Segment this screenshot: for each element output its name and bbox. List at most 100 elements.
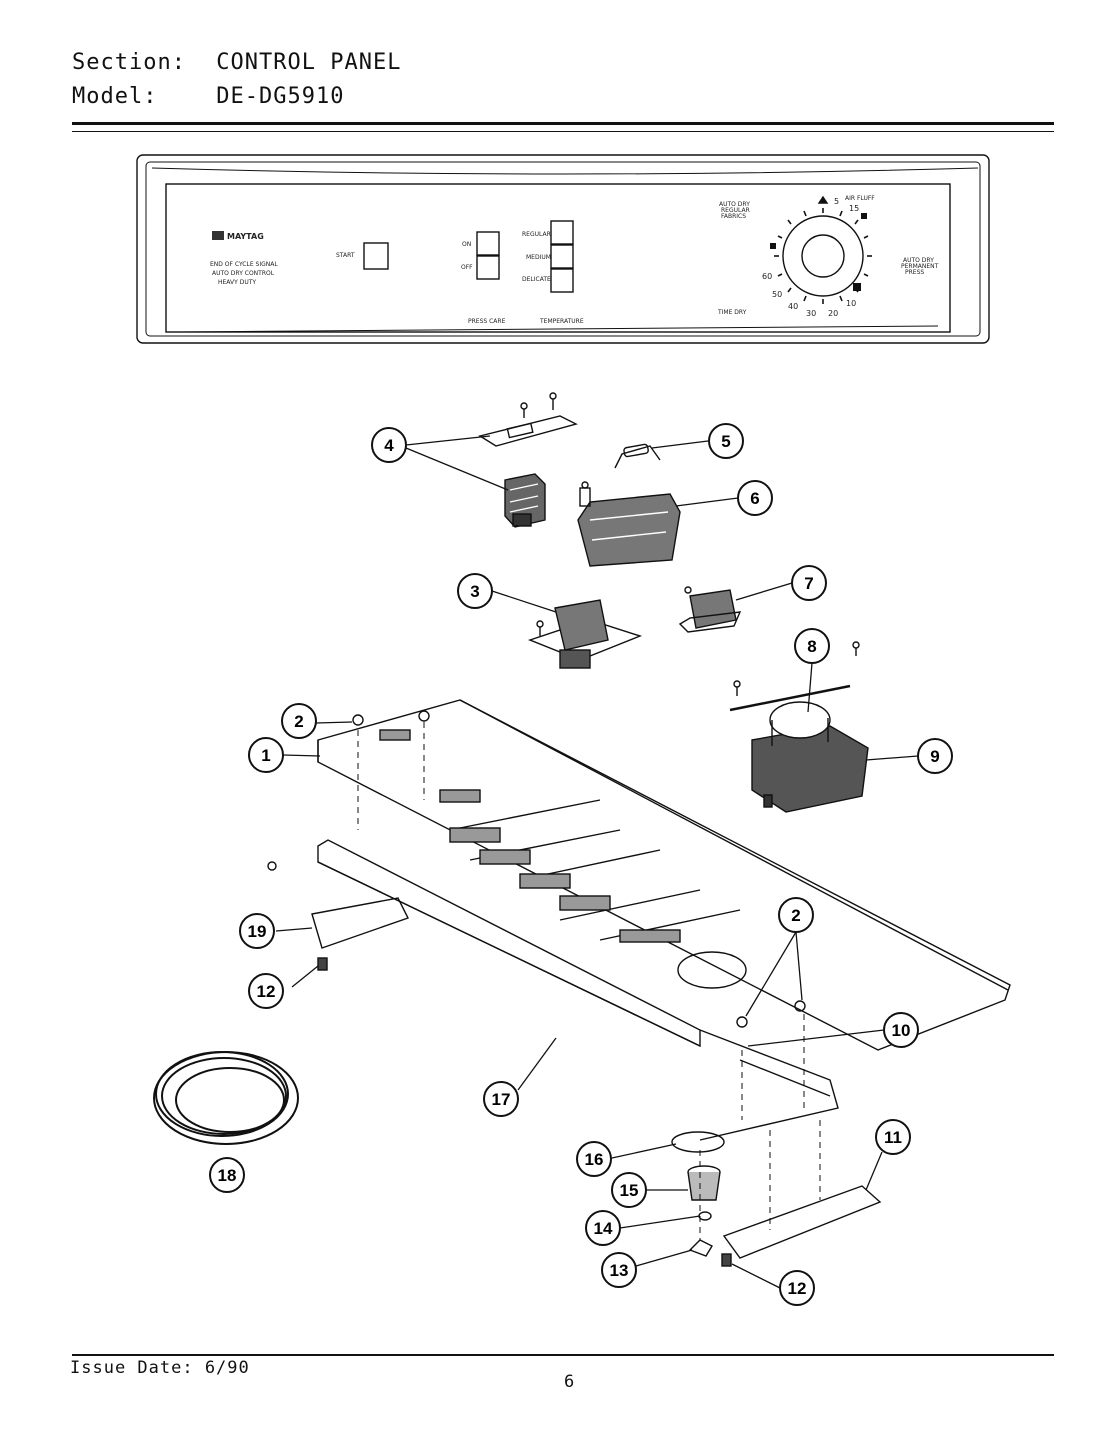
callout-4: 4 [371, 427, 407, 463]
callout-2-upper: 2 [281, 703, 317, 739]
model-title: Model: DE-DG5910 [72, 84, 344, 109]
svg-text:19: 19 [248, 922, 267, 941]
part-8-lead-wire [729, 641, 860, 712]
start-button[interactable] [363, 242, 389, 270]
page-number: 6 [564, 1372, 575, 1392]
auto-dry-regular-line2: REGULAR [721, 207, 750, 214]
part-17-front-strip [317, 839, 701, 1048]
callout-18: 18 [209, 1157, 245, 1193]
svg-text:10: 10 [892, 1021, 911, 1040]
auto-dry-permanent-line2: PERMANENT [901, 263, 939, 270]
press-care-label: PRESS CARE [468, 318, 506, 325]
timer-dial[interactable] [770, 195, 872, 304]
part-13-insert [688, 1239, 713, 1257]
temp-medium-button[interactable] [550, 244, 574, 269]
callout-12-right: 12 [779, 1270, 815, 1306]
part-5-resistor [614, 443, 661, 469]
part-16-dial [671, 1131, 725, 1153]
svg-text:7: 7 [804, 574, 813, 593]
model-key: Model: [72, 84, 158, 109]
dial-number-40: 40 [788, 302, 798, 311]
on-button[interactable] [476, 231, 500, 256]
cycle-signal-line1: END OF CYCLE SIGNAL [210, 261, 278, 268]
on-label: ON [462, 241, 471, 248]
auto-dry-permanent-line1: AUTO DRY [903, 257, 934, 264]
temp-delicate-label: DELICATE [522, 276, 551, 283]
callout-1: 1 [248, 737, 284, 773]
screws [267, 710, 806, 1028]
dial-number-10: 10 [846, 299, 856, 308]
temp-delicate-button[interactable] [550, 268, 574, 293]
dial-pointer-icon [817, 195, 829, 204]
leader-lines [275, 435, 919, 1289]
part-11-end-bracket [722, 1185, 882, 1259]
svg-text:9: 9 [930, 747, 939, 766]
section-key: Section: [72, 50, 186, 75]
part-7-relay [678, 586, 742, 633]
off-label: OFF [461, 264, 473, 271]
callout-14: 14 [585, 1210, 621, 1246]
svg-text:1: 1 [261, 746, 270, 765]
svg-text:5: 5 [721, 432, 730, 451]
issue-date: Issue Date: 6/90 [70, 1358, 250, 1378]
svg-text:13: 13 [610, 1261, 629, 1280]
start-label: START [336, 252, 355, 259]
part-18-wire-harness [153, 1051, 299, 1145]
dial-number-5: 5 [834, 197, 839, 206]
section-title: Section: CONTROL PANEL [72, 50, 401, 75]
part-9-timer [751, 701, 869, 813]
auto-dry-regular-line1: AUTO DRY [719, 201, 750, 208]
auto-dry-regular-line3: FABRICS [721, 213, 746, 220]
air-fluff-label: AIR FLUFF [845, 195, 875, 202]
model-value: DE-DG5910 [216, 84, 345, 109]
control-panel-front: MAYTAG END OF CYCLE SIGNAL AUTO DRY CONT… [136, 154, 990, 344]
part-12-clip-right [721, 1253, 732, 1267]
maytag-logo-icon [212, 231, 224, 240]
callout-6: 6 [737, 480, 773, 516]
svg-text:16: 16 [585, 1150, 604, 1169]
svg-text:14: 14 [594, 1219, 613, 1238]
part-back-tray [699, 1029, 839, 1141]
callout-7: 7 [791, 565, 827, 601]
header-rule-thick [72, 122, 1054, 125]
callout-5: 5 [708, 423, 744, 459]
dial-number-20: 20 [828, 309, 838, 318]
section-value: CONTROL PANEL [216, 50, 402, 75]
svg-text:3: 3 [470, 582, 479, 601]
temperature-label: TEMPERATURE [539, 318, 584, 325]
temp-medium-label: MEDIUM [526, 254, 551, 261]
svg-text:17: 17 [492, 1090, 511, 1109]
callout-11: 11 [875, 1119, 911, 1155]
dial-number-50: 50 [772, 290, 782, 299]
svg-text:2: 2 [791, 906, 800, 925]
part-15-knob [687, 1165, 721, 1201]
callout-16: 16 [576, 1141, 612, 1177]
cycle-signal-line3: HEAVY DUTY [218, 279, 256, 286]
callout-12-left: 12 [248, 973, 284, 1009]
callout-8: 8 [794, 628, 830, 664]
svg-text:2: 2 [294, 712, 303, 731]
part-4-switch-assembly [478, 392, 578, 528]
callout-9: 9 [917, 738, 953, 774]
temp-regular-button[interactable] [550, 220, 574, 245]
part-6-switch-block [577, 481, 681, 567]
callout-19: 19 [239, 913, 275, 949]
svg-text:18: 18 [218, 1166, 237, 1185]
svg-text:12: 12 [788, 1279, 807, 1298]
alignment-lines [357, 722, 821, 1240]
svg-text:6: 6 [750, 489, 759, 508]
dial-number-30: 30 [806, 309, 816, 318]
off-button[interactable] [476, 255, 500, 280]
svg-text:12: 12 [257, 982, 276, 1001]
dial-number-60: 60 [762, 272, 772, 281]
part-12-clip-left [317, 957, 328, 971]
brand-text: MAYTAG [227, 232, 264, 241]
callout-3: 3 [457, 573, 493, 609]
part-3-switch-plate [527, 599, 643, 669]
callout-10: 10 [883, 1012, 919, 1048]
header-rule-thin [72, 131, 1054, 132]
svg-text:15: 15 [620, 1181, 639, 1200]
part-19-end-bracket [311, 897, 409, 949]
svg-text:4: 4 [384, 436, 394, 455]
